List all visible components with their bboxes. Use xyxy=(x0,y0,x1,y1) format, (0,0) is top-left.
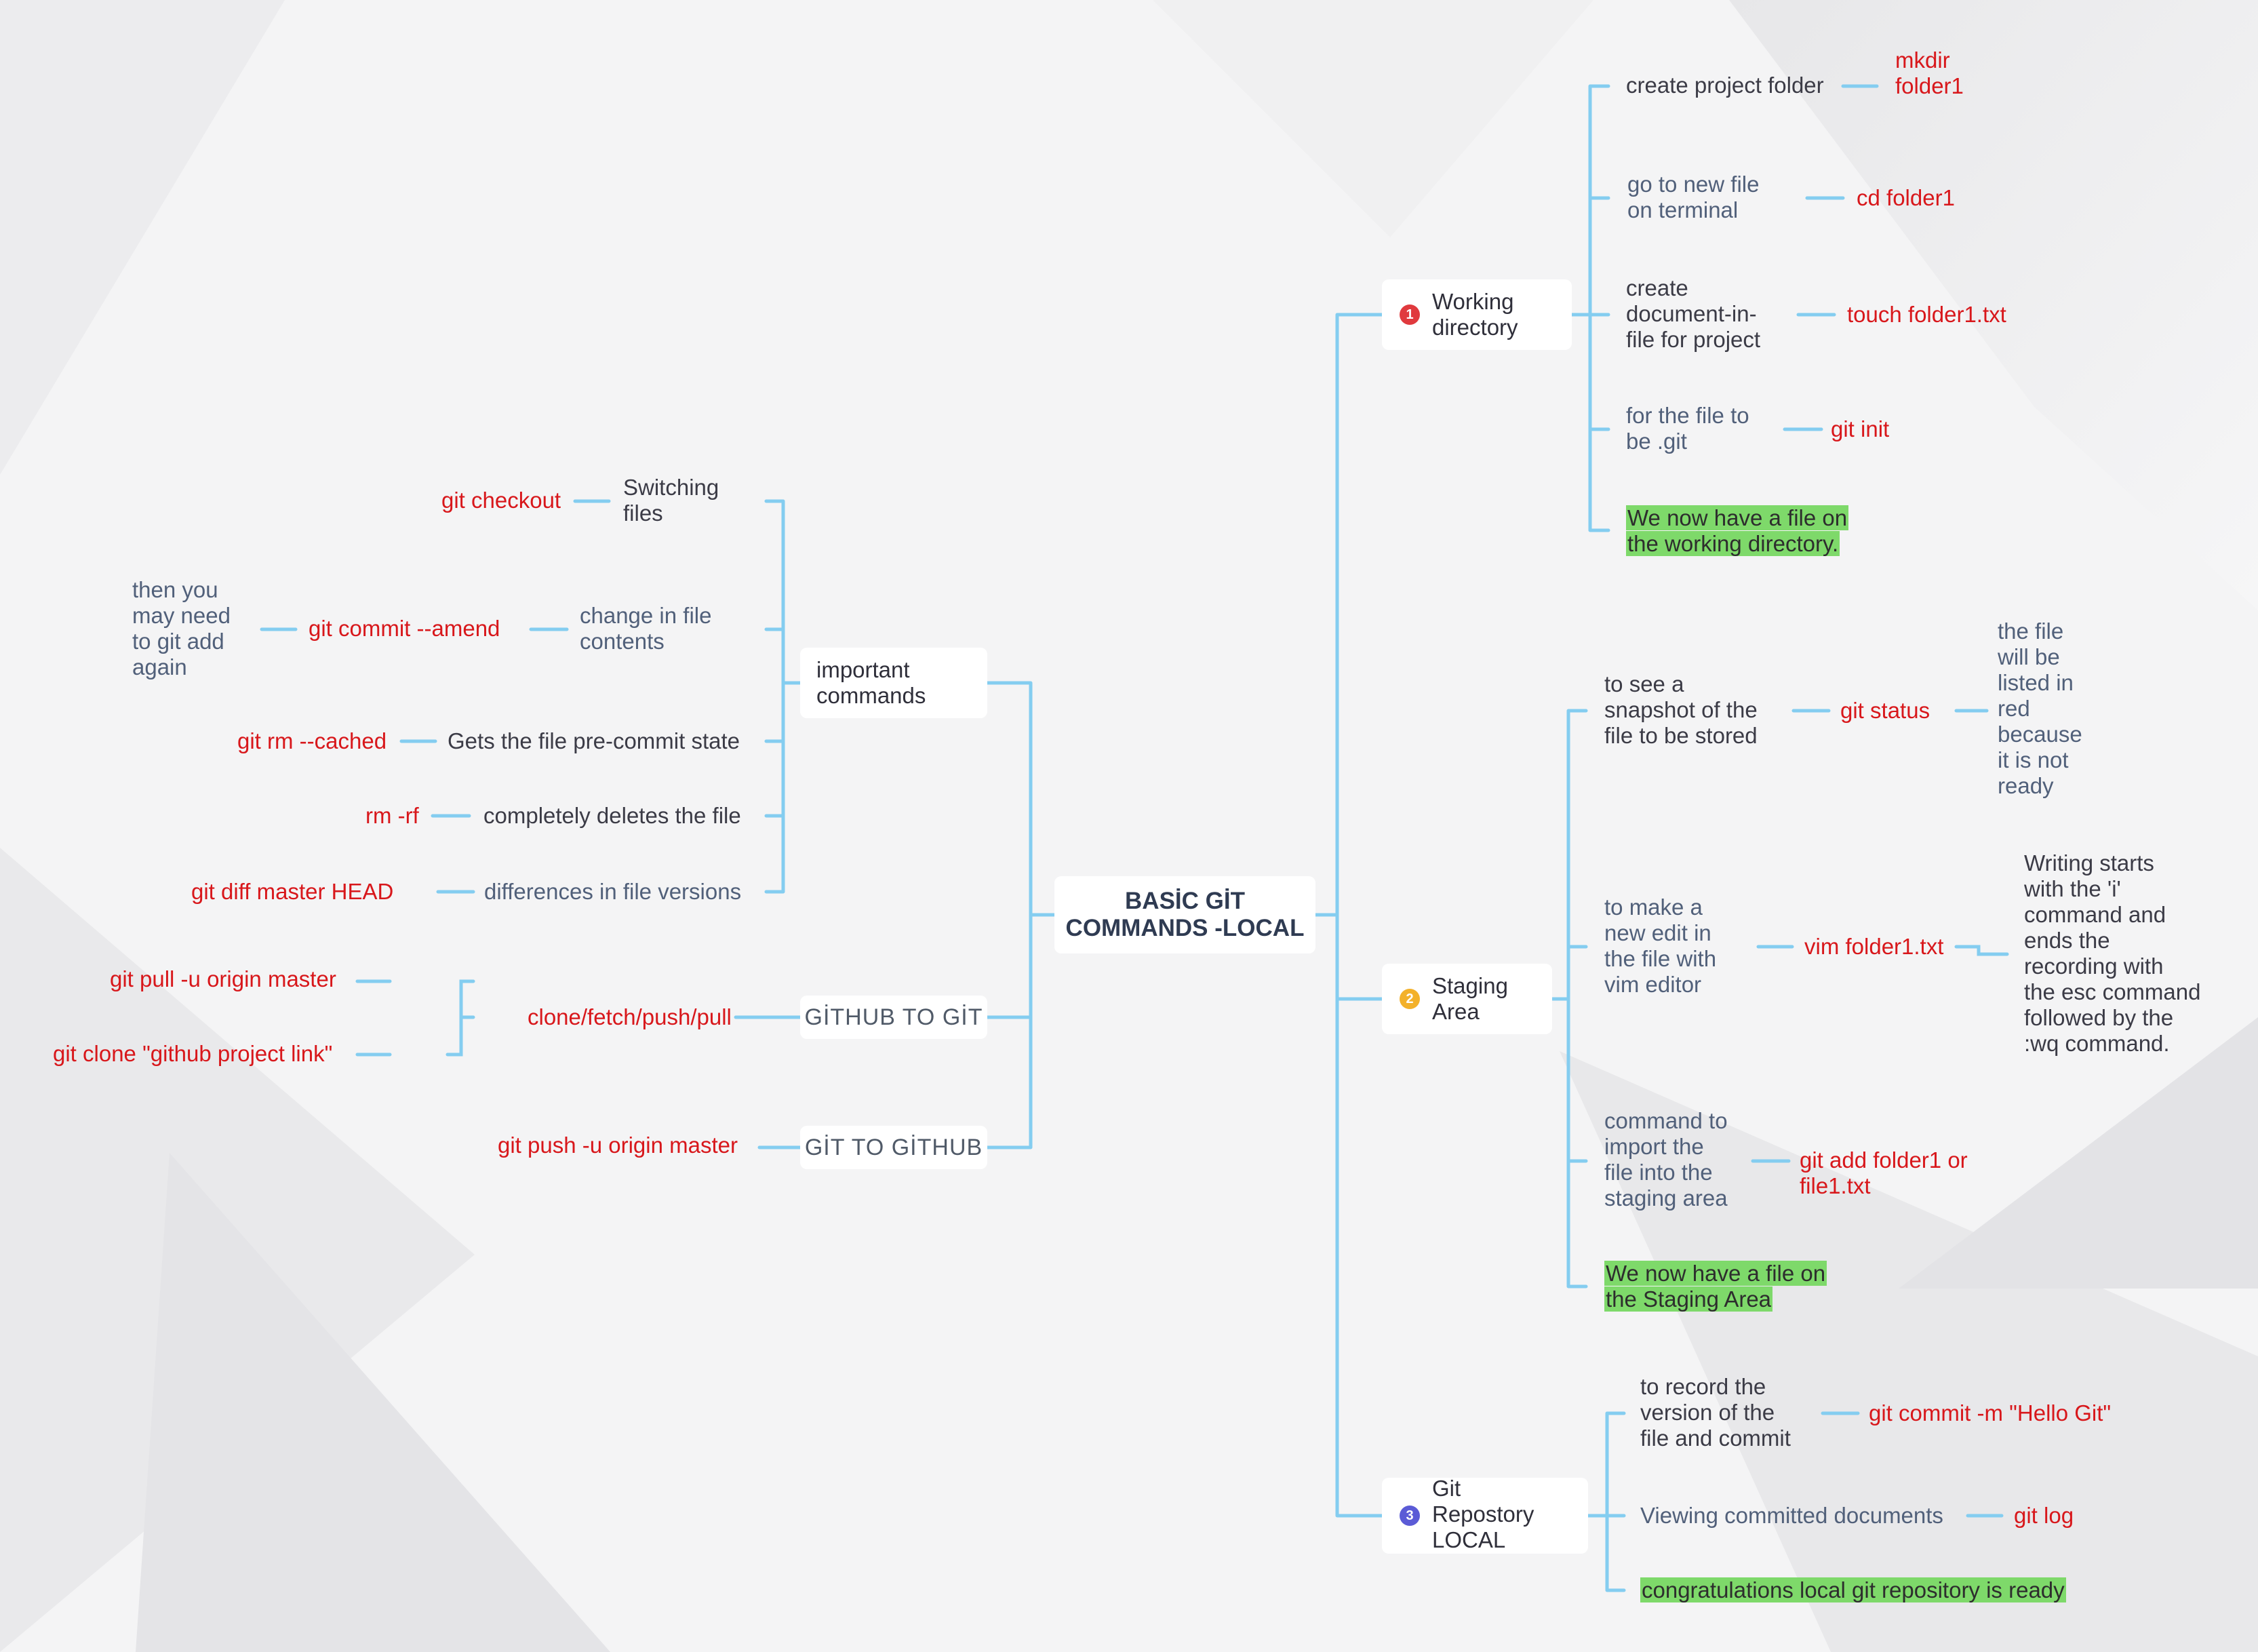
gr-result-highlight: congratulations local git repository is … xyxy=(1640,1577,2066,1603)
wd-step-4-command: git init xyxy=(1831,416,1890,441)
wd-step-3-text: create document-in- file for project xyxy=(1626,275,1761,352)
step-3-badge: 3 xyxy=(1400,1506,1420,1526)
working-directory-label: Working directory xyxy=(1432,289,1518,340)
gr-step-1-text: to record the version of the file and co… xyxy=(1640,1374,1791,1451)
git-repository-label: Git Repostory LOCAL xyxy=(1432,1476,1534,1552)
github-to-git-node[interactable]: GİTHUB TO GİT xyxy=(800,996,987,1039)
step-1-badge: 1 xyxy=(1400,304,1420,325)
step-2-badge: 2 xyxy=(1400,989,1420,1009)
ic-item-5-text: differences in file versions xyxy=(484,879,742,904)
wd-result-highlight: We now have a file on the working direct… xyxy=(1626,505,1849,557)
ic-item-4-command: rm -rf xyxy=(365,803,419,828)
ic-item-2-note: then you may need to git add again xyxy=(132,577,231,680)
wd-step-4-text: for the file to be .git xyxy=(1626,403,1749,454)
sa-step-3-text: command to import the file into the stag… xyxy=(1604,1108,1728,1211)
sa-step-3-command: git add folder1 or file1.txt xyxy=(1800,1147,1968,1198)
gr-step-2-text: Viewing committed documents xyxy=(1640,1503,1943,1528)
git-to-github-command: git push -u origin master xyxy=(498,1133,738,1158)
ic-item-2-text: change in file contents xyxy=(580,603,712,654)
sa-step-1-text: to see a snapshot of the file to be stor… xyxy=(1604,671,1758,748)
wd-step-1-text: create project folder xyxy=(1626,73,1824,98)
root-node[interactable]: BASİC GİT COMMANDS -LOCAL xyxy=(1054,876,1315,953)
gr-result-text: congratulations local git repository is … xyxy=(1640,1577,2066,1602)
staging-area-label: Staging Area xyxy=(1432,973,1508,1024)
staging-area-node[interactable]: 2 Staging Area xyxy=(1382,964,1552,1034)
ic-item-3-text: Gets the file pre-commit state xyxy=(448,728,740,753)
ic-item-1-text: Switching files xyxy=(623,475,719,526)
wd-step-3-command: touch folder1.txt xyxy=(1847,302,2006,327)
ic-item-1-command: git checkout xyxy=(441,488,561,513)
sa-step-2-command: vim folder1.txt xyxy=(1804,934,1944,959)
ic-item-5-command: git diff master HEAD xyxy=(191,879,394,904)
wd-step-2-command: cd folder1 xyxy=(1857,185,1955,210)
git-clone-command: git clone "github project link" xyxy=(53,1041,333,1066)
sa-step-1-note: the file will be listed in red because i… xyxy=(1998,618,2082,798)
ic-item-3-command: git rm --cached xyxy=(237,728,387,753)
gr-step-2-command: git log xyxy=(2014,1503,2074,1528)
ic-item-4-text: completely deletes the file xyxy=(483,803,741,828)
working-directory-node[interactable]: 1 Working directory xyxy=(1382,279,1572,350)
sa-step-2-note: Writing starts with the 'i' command and … xyxy=(2024,850,2201,1056)
wd-step-1-command: mkdir folder1 xyxy=(1895,47,1964,98)
git-pull-command: git pull -u origin master xyxy=(110,966,336,991)
sa-step-2-text: to make a new edit in the file with vim … xyxy=(1604,894,1717,997)
sa-result-highlight: We now have a file on the Staging Area xyxy=(1604,1261,1827,1312)
sa-result-text: We now have a file on the Staging Area xyxy=(1604,1261,1827,1312)
important-commands-node[interactable]: important commands xyxy=(800,648,987,718)
ic-item-2-command: git commit --amend xyxy=(309,616,500,641)
wd-step-2-text: go to new file on terminal xyxy=(1627,172,1760,222)
important-commands-label: important commands xyxy=(816,657,926,708)
gr-step-1-command: git commit -m "Hello Git" xyxy=(1869,1400,2112,1425)
git-to-github-node[interactable]: GİT TO GİTHUB xyxy=(800,1126,987,1169)
git-repository-node[interactable]: 3 Git Repostory LOCAL xyxy=(1382,1476,1588,1554)
github-to-git-command: clone/fetch/push/pull xyxy=(528,1004,732,1029)
wd-result-text: We now have a file on the working direct… xyxy=(1626,505,1849,556)
sa-step-1-command: git status xyxy=(1840,698,1930,723)
